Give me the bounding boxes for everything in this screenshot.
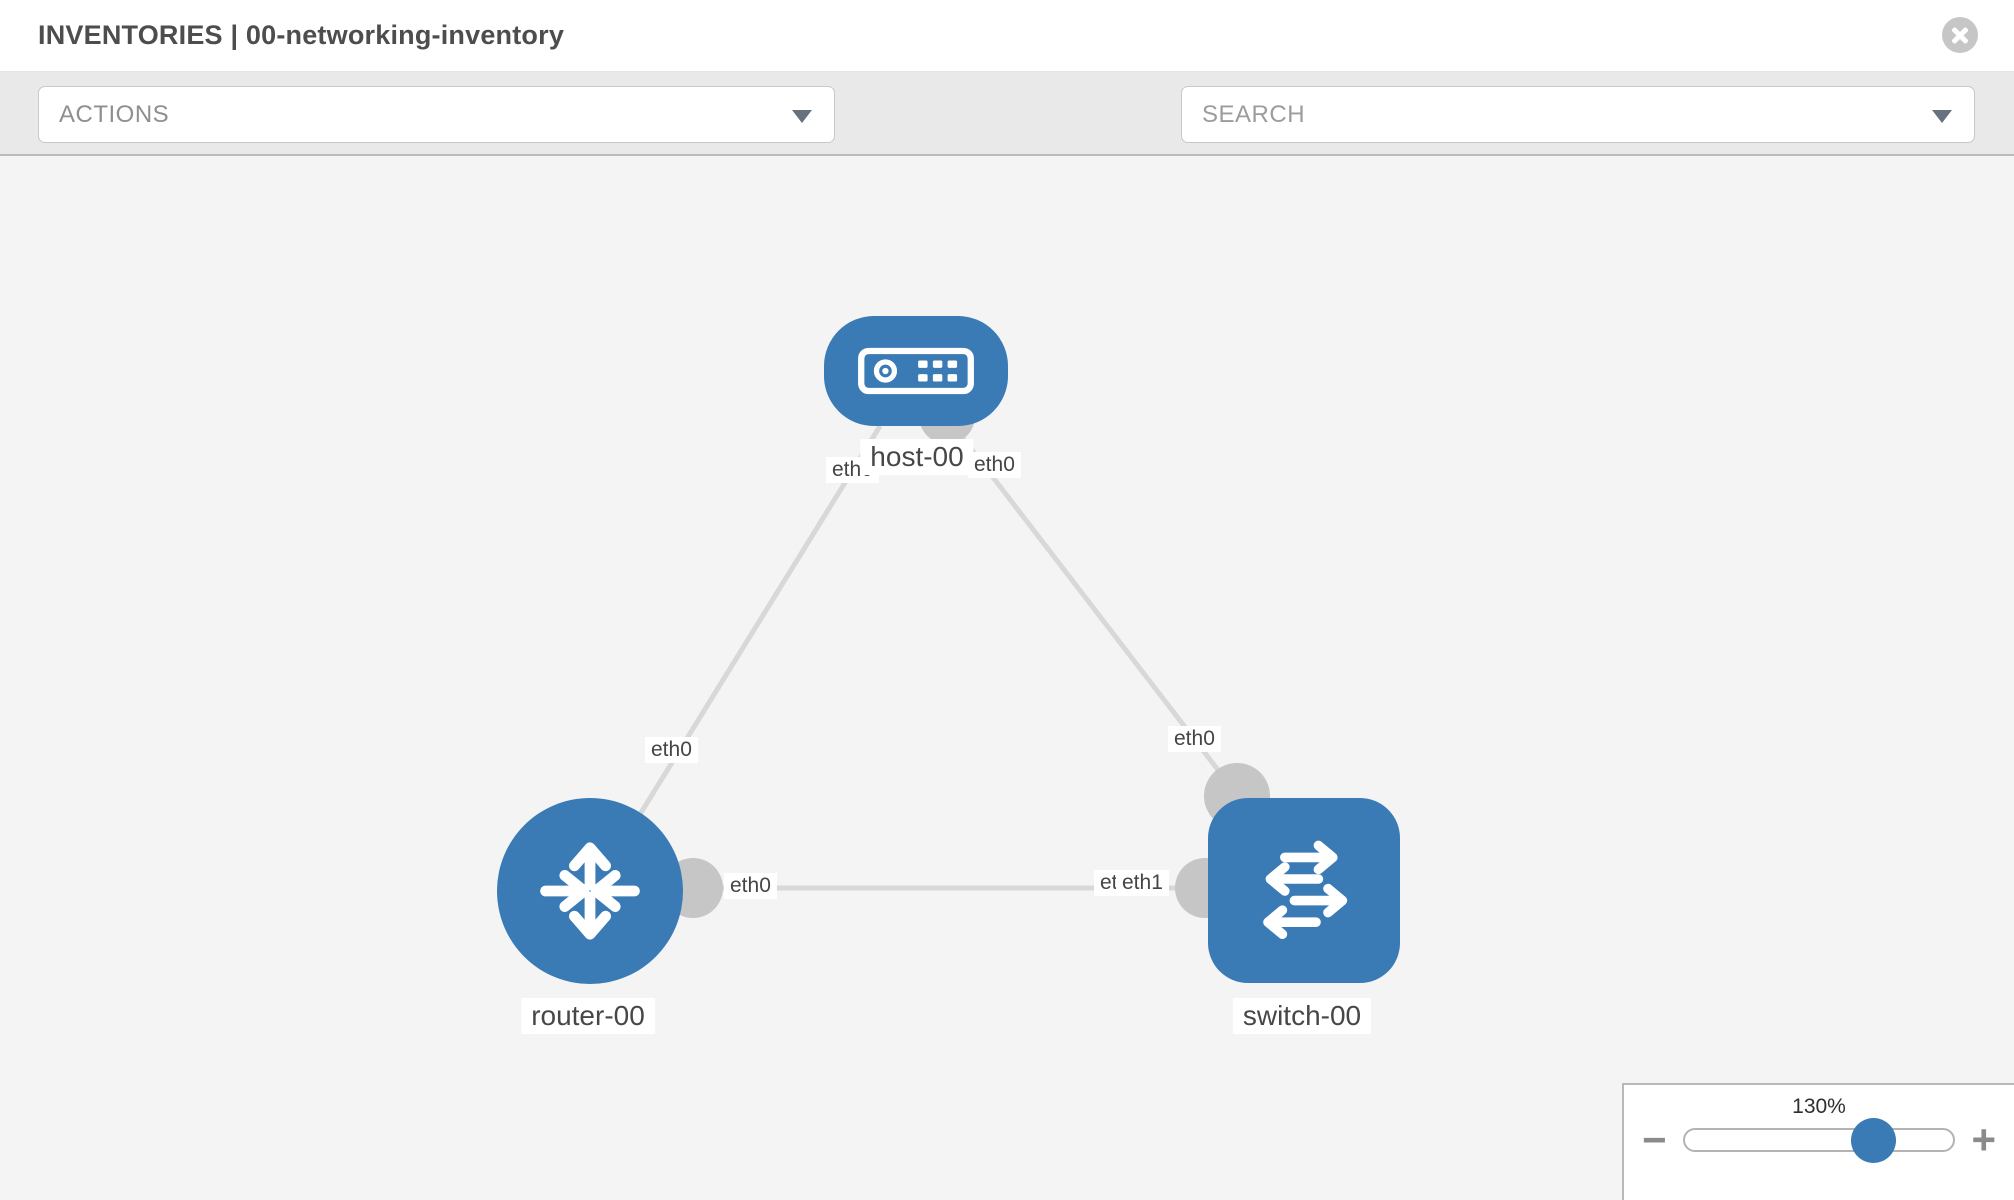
zoom-slider-thumb[interactable] [1851, 1118, 1897, 1163]
switch-icon [1263, 840, 1348, 939]
topology-canvas[interactable]: host-00 router-00 switch-00 eth0 eth0 et… [0, 156, 2014, 1200]
if-label-switch-to-host: eth0 [1168, 726, 1221, 752]
node-label-router[interactable]: router-00 [521, 998, 655, 1034]
zoom-in-button[interactable]: + [1971, 1116, 1996, 1163]
if-label-host-to-switch: eth0 [968, 452, 1021, 478]
chevron-down-icon [792, 110, 812, 123]
page-title: INVENTORIES | 00-networking-inventory [38, 20, 565, 50]
if-label-router-to-switch: eth0 [724, 873, 777, 899]
if-label-router-to-host: eth0 [645, 737, 698, 763]
search-placeholder: SEARCH [1202, 100, 1306, 128]
chevron-down-icon [1932, 110, 1952, 123]
node-label-switch[interactable]: switch-00 [1232, 998, 1372, 1034]
actions-dropdown-label: ACTIONS [59, 100, 170, 128]
header: INVENTORIES | 00-networking-inventory [0, 0, 2014, 72]
actions-dropdown[interactable]: ACTIONS [38, 86, 835, 143]
search-dropdown[interactable]: SEARCH [1181, 86, 1975, 143]
zoom-slider-track[interactable] [1682, 1118, 1956, 1163]
node-label-host[interactable]: host-00 [860, 439, 974, 475]
toolbar: ACTIONS SEARCH [0, 72, 2014, 206]
node-host-00[interactable] [824, 316, 1008, 426]
topology-links [589, 388, 1300, 918]
node-router-00[interactable] [497, 798, 683, 984]
close-icon[interactable] [1942, 17, 1978, 53]
zoom-level-value: 130% [1792, 1095, 1846, 1118]
if-label-switch-to-router: eth1 [1116, 870, 1169, 896]
zoom-out-button[interactable]: − [1642, 1116, 1667, 1163]
router-icon [540, 842, 640, 940]
host-icon [858, 347, 974, 395]
node-switch-00[interactable] [1208, 798, 1400, 983]
zoom-control-panel: 130% − + [1622, 1083, 2014, 1200]
